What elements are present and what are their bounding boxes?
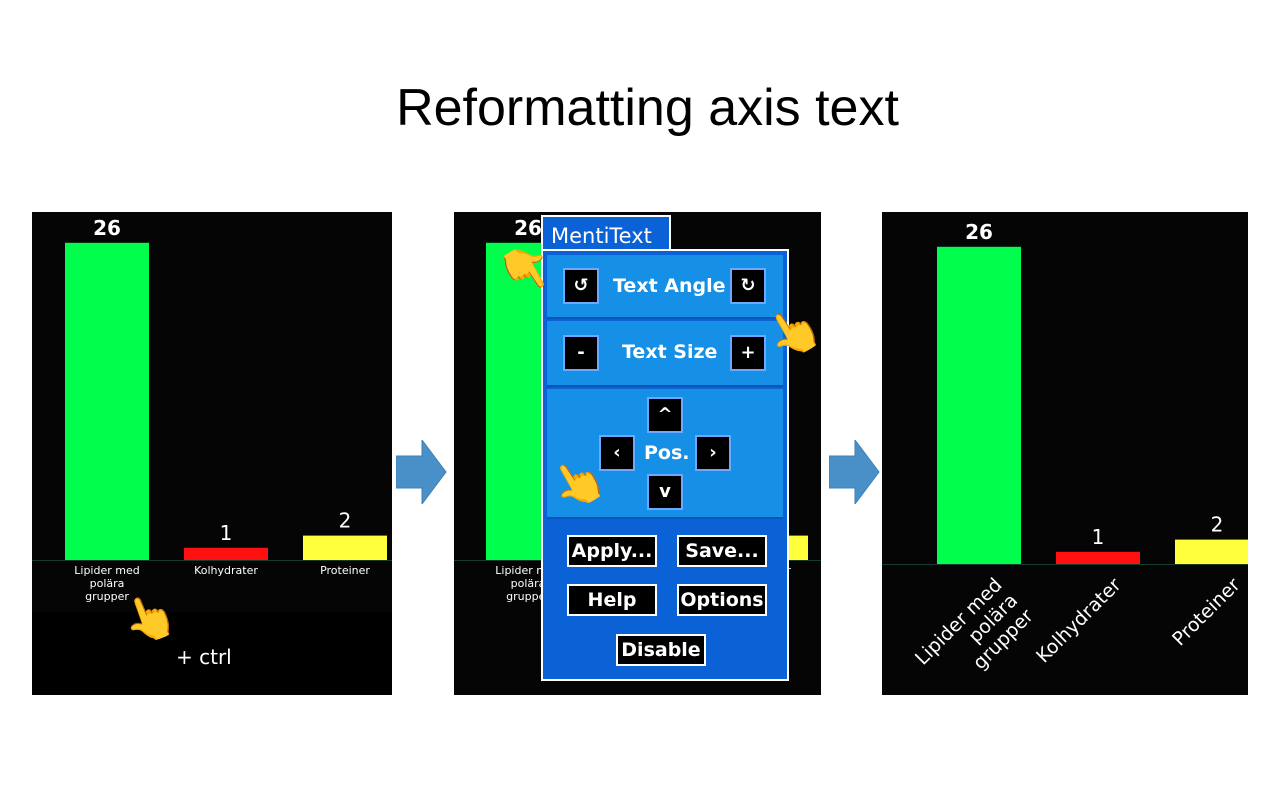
category-label: polära [511, 577, 546, 590]
mentitext-tab[interactable]: MentiText [541, 215, 671, 253]
position-up-button[interactable]: ^ [647, 397, 683, 433]
category-label: grupper [506, 590, 550, 603]
position-section: ^ ‹ Pos. › v [547, 389, 783, 519]
apply-button[interactable]: Apply... [567, 535, 657, 567]
slide-title: Reformatting axis text [396, 79, 899, 137]
category-label: Proteiner [1168, 574, 1245, 651]
options-button[interactable]: Options [677, 584, 767, 616]
bar-0 [937, 246, 1021, 565]
text-size-decrease-button[interactable]: - [563, 335, 599, 371]
help-button[interactable]: Help [567, 584, 657, 616]
category-label-group: Kolhydrater [1032, 574, 1126, 668]
bar-value-label: 2 [339, 509, 352, 533]
mentitext-dialog: MentiText ↺ Text Angle ↻ - Text Size + ^… [541, 215, 789, 681]
bar-1 [184, 547, 268, 560]
text-angle-label: Text Angle [613, 275, 726, 297]
next-step-arrow-icon [396, 440, 447, 504]
bar-value-label: 1 [220, 521, 233, 545]
bar-value-label: 2 [1211, 513, 1224, 537]
bar-2 [303, 535, 387, 560]
category-label: grupper [85, 590, 129, 603]
position-left-button[interactable]: ‹ [599, 435, 635, 471]
bar-value-label: 26 [965, 220, 993, 244]
bar-value-label: 1 [1092, 525, 1105, 549]
text-size-increase-button[interactable]: + [730, 335, 766, 371]
category-label-group: Proteiner [1168, 574, 1245, 651]
position-label: Pos. [644, 442, 690, 464]
bar-2 [1175, 539, 1248, 564]
text-size-label: Text Size [622, 341, 718, 363]
bar-1 [1056, 551, 1140, 564]
disable-button[interactable]: Disable [616, 634, 706, 666]
position-down-button[interactable]: v [647, 474, 683, 510]
actions-section: Apply... Save... Help Options Disable [543, 521, 787, 679]
category-label: Kolhydrater [1032, 574, 1126, 668]
rotate-left-button[interactable]: ↺ [563, 268, 599, 304]
text-size-section: - Text Size + [547, 321, 783, 387]
bar-0 [65, 242, 149, 561]
category-label: polära [90, 577, 125, 590]
next-step-arrow-icon [829, 440, 880, 504]
bar-value-label: 26 [514, 216, 542, 240]
ctrl-modifier-hint: + ctrl [176, 645, 232, 669]
category-label: Proteiner [320, 564, 370, 577]
bar-value-label: 26 [93, 216, 121, 240]
rotate-right-button[interactable]: ↻ [730, 268, 766, 304]
category-label: Lipider med [74, 564, 139, 577]
position-right-button[interactable]: › [695, 435, 731, 471]
footer-strip [32, 612, 392, 695]
save-button[interactable]: Save... [677, 535, 767, 567]
mentitext-body: ↺ Text Angle ↻ - Text Size + ^ ‹ Pos. › … [541, 249, 789, 681]
text-angle-section: ↺ Text Angle ↻ [547, 255, 783, 319]
category-label: Kolhydrater [194, 564, 258, 577]
